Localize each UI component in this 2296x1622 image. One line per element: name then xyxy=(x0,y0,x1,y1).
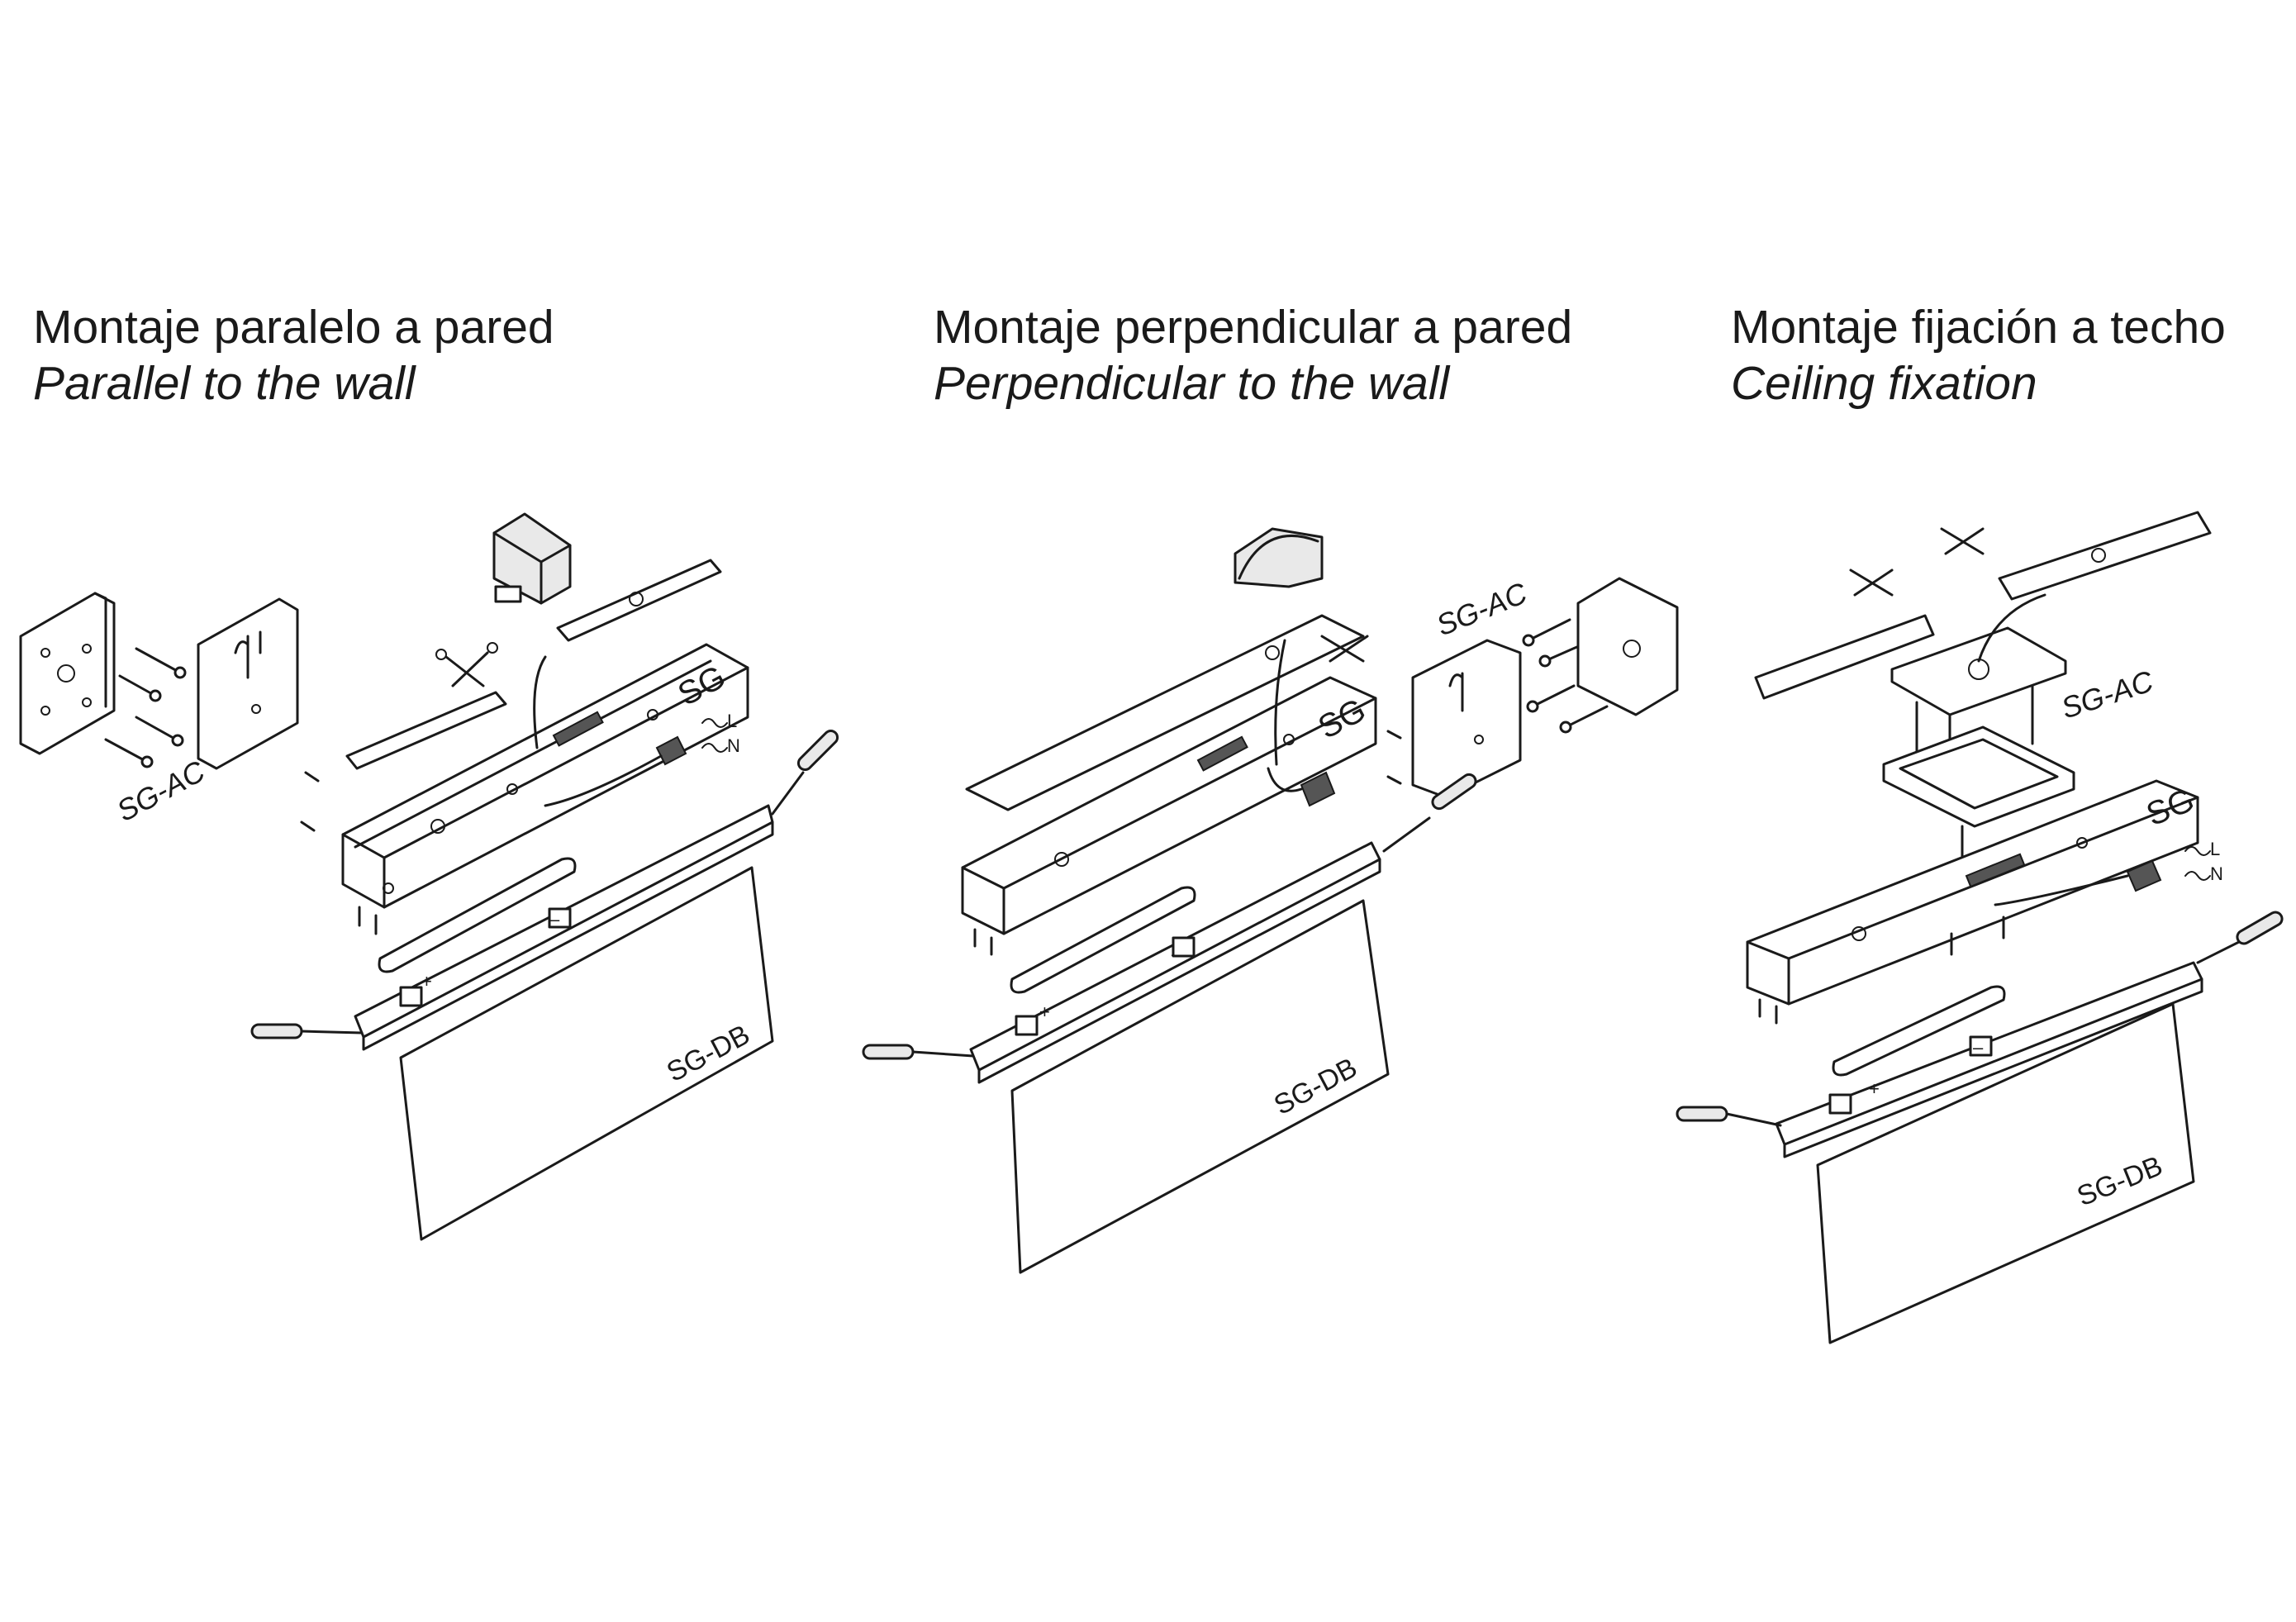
back-plate-part xyxy=(1411,639,1522,799)
ac-symbol-icon xyxy=(701,718,728,753)
scissors-icon xyxy=(1940,527,1985,555)
exploded-view-ceiling: SG-AC SG L N + – xyxy=(1676,511,2284,1344)
inner-strip-part xyxy=(1754,614,1935,700)
screwdriver-icon xyxy=(1382,773,1477,853)
plus-label: + xyxy=(421,971,432,992)
mount-plate-part xyxy=(1882,725,2075,865)
panel-parallel: Montaje paralelo a pared Parallel to the… xyxy=(0,0,839,1622)
frame-part xyxy=(354,804,774,1051)
title-english: Parallel to the wall xyxy=(33,357,416,410)
neutral-label: N xyxy=(2210,863,2223,884)
title-english: Ceiling fixation xyxy=(1731,357,2037,410)
accessory-label: SG-AC xyxy=(2057,664,2158,725)
panel-title: Montaje fijación a techo Ceiling fixatio… xyxy=(1731,299,2226,411)
cover-strip-part xyxy=(965,614,1365,811)
live-label: L xyxy=(727,711,737,731)
screwdriver-icon xyxy=(862,1044,975,1060)
connector-part xyxy=(544,735,687,807)
body-screw xyxy=(1386,775,1402,785)
screwdriver-icon xyxy=(771,729,839,816)
sign-panel-part xyxy=(1816,1002,2195,1344)
wall-plate-part xyxy=(19,592,116,755)
cover-strip-part xyxy=(556,559,722,642)
led-tube-part xyxy=(1832,985,2006,1077)
end-cap-part xyxy=(492,512,572,605)
back-plate-part xyxy=(197,597,299,770)
accessory-label: SG-AC xyxy=(112,754,212,828)
screws-part xyxy=(104,647,187,768)
neutral-label: N xyxy=(727,735,740,756)
accessory-label: SG-AC xyxy=(1432,575,1533,642)
main-body-part xyxy=(961,639,1377,956)
main-body-part xyxy=(1746,779,2199,1025)
body-screw xyxy=(300,821,316,832)
live-label: L xyxy=(2210,839,2220,859)
wall-plate-part xyxy=(1576,577,1679,716)
body-screw xyxy=(1386,730,1402,740)
screwdriver-icon xyxy=(1676,1106,1782,1127)
minus-label: – xyxy=(1973,1037,1984,1058)
panel-ceiling: Montaje fijación a techo Ceiling fixatio… xyxy=(1652,0,2296,1622)
frame-part xyxy=(969,841,1381,1084)
panel-perpendicular: Montaje perpendicular a pared Perpendicu… xyxy=(826,0,1679,1622)
minus-label: – xyxy=(549,909,560,930)
panel-title: Montaje perpendicular a pared Perpendicu… xyxy=(934,299,1572,411)
connector-part xyxy=(1994,859,2162,906)
scissors-icon xyxy=(1320,635,1369,663)
exploded-view-parallel: SG-AC SG xyxy=(19,512,839,1241)
scissors-icon xyxy=(435,642,498,687)
sign-panel-part xyxy=(399,866,774,1241)
screwdriver-icon xyxy=(250,1023,364,1039)
scissors-icon xyxy=(1849,568,1894,597)
led-tube-part xyxy=(378,857,577,973)
panel-title: Montaje paralelo a pared Parallel to the… xyxy=(33,299,554,411)
title-spanish: Montaje paralelo a pared xyxy=(33,301,554,354)
connector-part xyxy=(1267,767,1336,807)
title-english: Perpendicular to the wall xyxy=(934,357,1450,410)
ceiling-plate-part xyxy=(1890,593,2067,770)
exploded-view-perpendicular: SG SG-AC + – xyxy=(862,527,1679,1274)
frame-part xyxy=(1775,961,2203,1158)
led-tube-part xyxy=(1010,886,1196,994)
minus-label: – xyxy=(1172,944,1182,964)
sign-panel-part xyxy=(1010,899,1390,1274)
title-spanish: Montaje fijación a techo xyxy=(1731,301,2226,354)
ac-symbol-icon xyxy=(2184,846,2211,881)
main-body-part xyxy=(341,643,749,935)
title-spanish: Montaje perpendicular a pared xyxy=(934,301,1573,354)
body-screw xyxy=(304,771,320,782)
end-cap-part xyxy=(1234,527,1324,588)
screwdriver-icon xyxy=(2196,911,2284,964)
plus-label: + xyxy=(1869,1078,1880,1099)
inner-strip-part xyxy=(345,691,507,770)
plus-label: + xyxy=(1039,1001,1050,1022)
